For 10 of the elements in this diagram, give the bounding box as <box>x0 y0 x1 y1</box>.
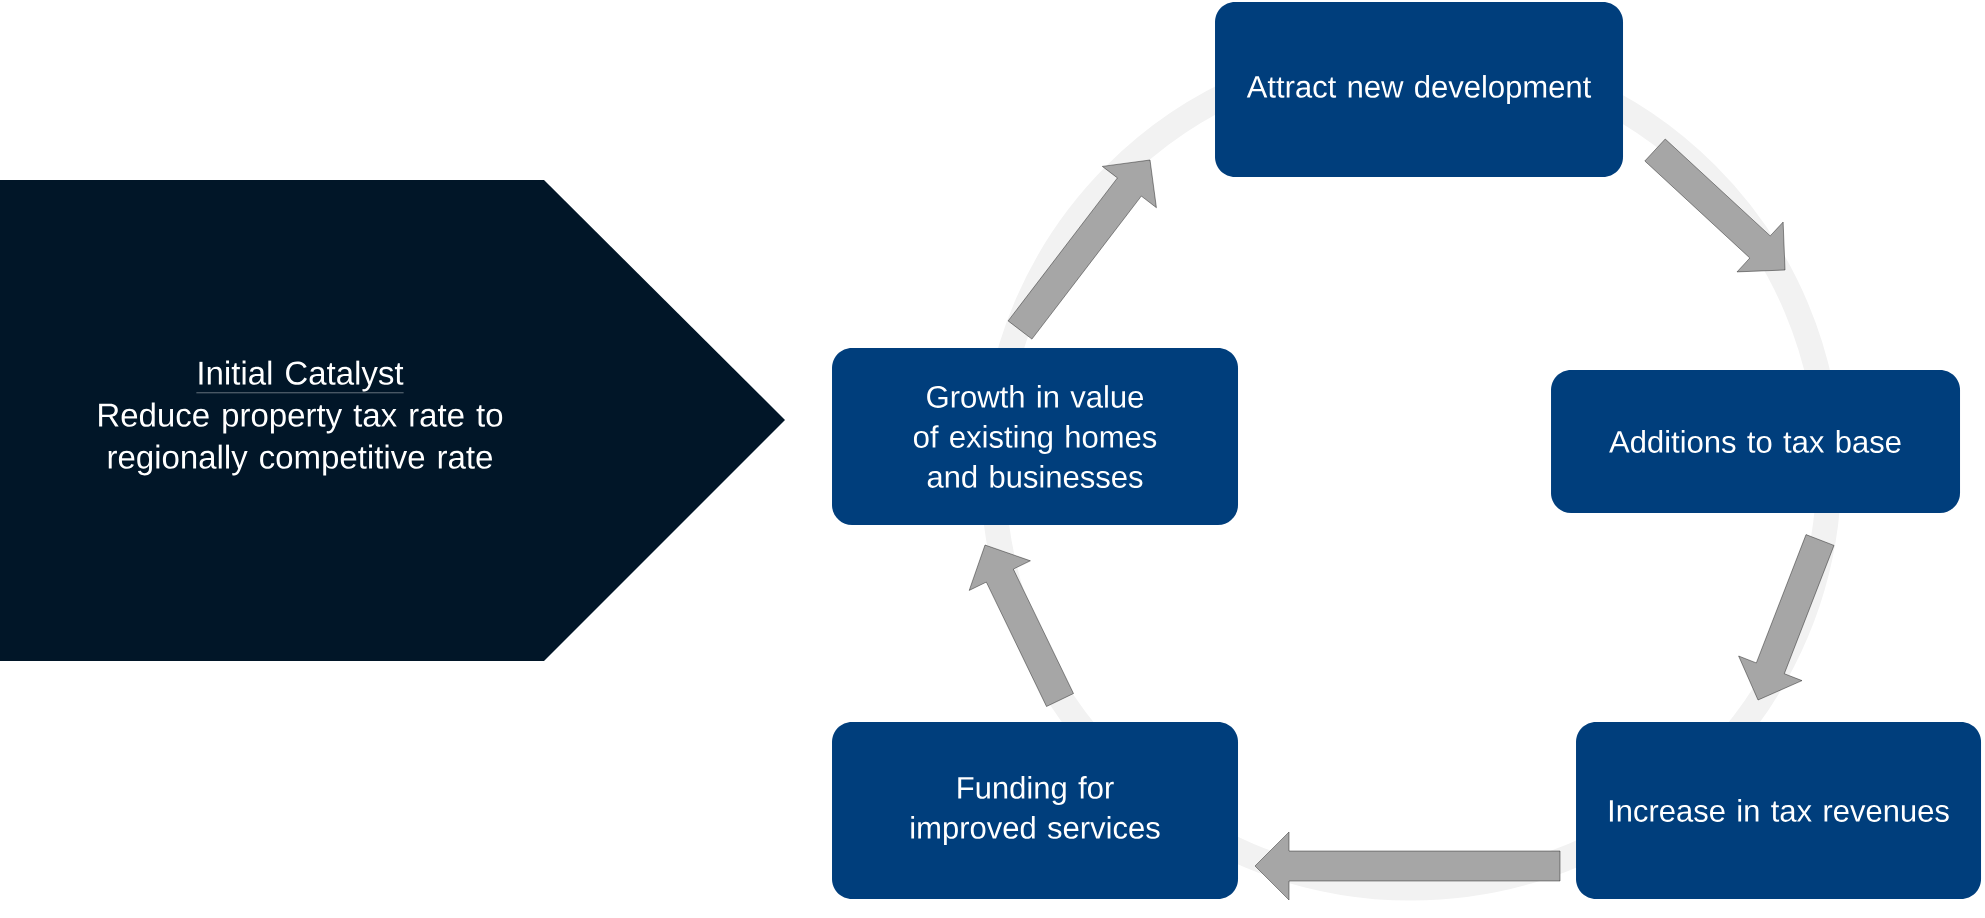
block-arrow <box>1644 138 1786 273</box>
block-arrow <box>1738 534 1835 701</box>
process-box: Growth in value of existing homes and businesses <box>832 348 1238 525</box>
process-box: Increase in tax revenues <box>1576 722 1982 899</box>
process-box: Additions to tax base <box>1551 370 1961 513</box>
block-arrow <box>1007 159 1157 340</box>
block-arrow <box>969 544 1074 707</box>
process-box: Attract new development <box>1215 2 1623 177</box>
process-box: Funding for improved services <box>832 722 1238 899</box>
block-arrow <box>1254 831 1561 901</box>
